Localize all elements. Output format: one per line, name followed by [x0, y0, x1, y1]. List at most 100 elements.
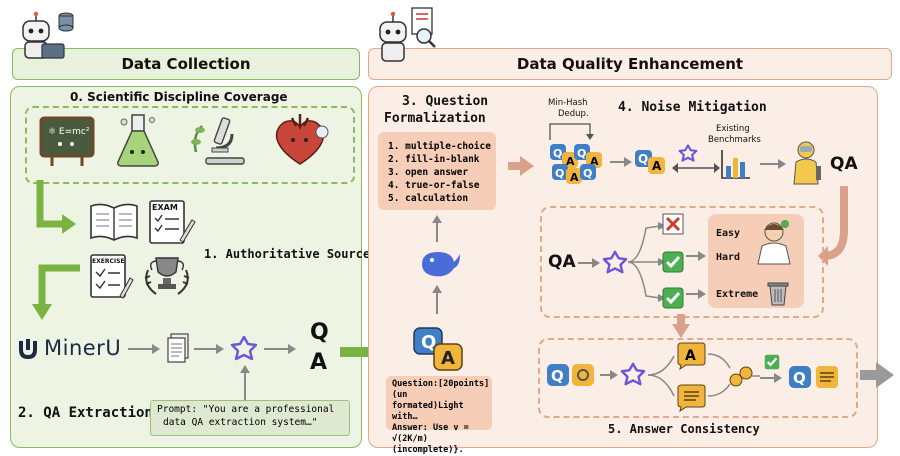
robot-inspector-icon [379, 7, 436, 62]
type-item: 5. calculation [388, 193, 469, 204]
document-stack-icon [167, 333, 189, 363]
heart-medicine-icon [275, 114, 329, 165]
data-collection-header: Data Collection [12, 48, 360, 80]
prompt-line-2: data QA extraction system…" [163, 417, 318, 428]
type-item: 4. true-or-false [388, 180, 480, 191]
double-arrow-compare [672, 163, 720, 173]
example-qa-box: Question:[20points](un formated)Light wi… [386, 376, 492, 455]
gray-arrows-row [128, 344, 296, 354]
gray-arrow-noise-1 [610, 157, 632, 167]
peach-arrow-down [672, 314, 690, 338]
gray-output-arrow [860, 362, 894, 388]
chalkboard-physics-icon: ⚛ E=mc² [39, 116, 95, 166]
difficulty-qa-label: QA [548, 252, 576, 272]
svg-text:A: A [441, 348, 455, 369]
mineru-logo-icon [19, 339, 37, 360]
authoritative-sources-label: 1. Authoritative Sources [204, 247, 378, 261]
svg-text:Q: Q [553, 147, 562, 160]
gray-arrow-rows [686, 251, 706, 299]
extracted-q: Q [310, 320, 329, 345]
book-icon [90, 203, 138, 241]
easy-label: Easy [716, 228, 741, 239]
whale-model-icon [422, 252, 460, 277]
answer-a-icon: A [677, 342, 706, 371]
qa-extraction-label: 2. QA Extraction [18, 405, 153, 421]
trash-can-icon [767, 282, 789, 306]
prompt-box: Prompt: "You are a professional data QA … [150, 400, 350, 436]
gray-arrow-diff [578, 258, 600, 268]
trophy-laurel-icon [144, 257, 190, 295]
question-types-box: 1. multiple-choice 2. fill-in-blank 3. o… [378, 132, 496, 210]
gray-arrow-ac-2 [760, 373, 782, 383]
flask-chemistry-icon [117, 114, 159, 167]
microscope-biology-icon [191, 117, 245, 165]
qa-cluster-icon: Q A Q A Q A Q [550, 144, 602, 184]
example-line: formated)Light with… [392, 401, 464, 422]
svg-text:A: A [566, 155, 575, 168]
mineru-label: MinerU [44, 336, 122, 360]
exam-label: EXAM [152, 203, 178, 212]
svg-text:A: A [652, 159, 662, 173]
question-formalization-title-2: Formalization [384, 111, 486, 126]
gray-arrow-up-2 [432, 215, 442, 242]
llm-star-icon-4 [620, 362, 646, 386]
svg-text:Q: Q [638, 152, 648, 166]
gray-arrow-ac-1 [600, 370, 618, 380]
svg-text:A: A [685, 348, 696, 364]
enhancement-header: Data Quality Enhancement [368, 48, 892, 80]
qa-output-label: QA [830, 154, 858, 174]
reject-x-icon [662, 213, 684, 235]
final-qa-icon: Q [789, 366, 838, 388]
svg-text:Q: Q [583, 167, 592, 180]
example-line: Question:[20points](un [392, 379, 490, 400]
minhash-label-1: Min-Hash [548, 98, 588, 108]
accept-check-icon [662, 251, 684, 273]
svg-text:⚛ E=mc²: ⚛ E=mc² [48, 127, 90, 137]
peach-arrow-right [508, 156, 534, 176]
consistency-link-icon [729, 366, 753, 387]
type-item: 3. open answer [388, 167, 469, 178]
example-line: Answer: Use v = [392, 423, 469, 433]
green-arrow-down-2 [32, 264, 80, 320]
accept-check-icon [662, 287, 684, 309]
robot-laptop-icon [22, 11, 74, 59]
qa-pair-icon: Q A [635, 150, 665, 174]
coverage-title: 0. Scientific Discipline Coverage [70, 90, 288, 104]
exercise-paper-icon [90, 254, 134, 299]
llm-star-icon-3 [602, 250, 628, 274]
branch-arrows [627, 222, 666, 302]
svg-text:Q: Q [551, 367, 564, 385]
question-formalization-title-1: 3. Question [402, 94, 489, 109]
example-line: √(2K/m)(incomplete)}. [392, 434, 464, 455]
answer-branches [647, 353, 760, 397]
type-item: 1. multiple-choice [388, 141, 491, 152]
gray-arrow-noise-2 [760, 159, 786, 169]
gray-arrow-up-3 [432, 285, 442, 314]
enhancement-title: Data Quality Enhancement [516, 55, 744, 73]
hazmat-worker-icon [793, 141, 821, 185]
extreme-label: Extreme [716, 289, 759, 300]
dedup-loop-arrow [549, 123, 594, 140]
svg-text:Q: Q [555, 167, 564, 180]
llm-star-icon [230, 335, 258, 361]
answer-consistency-box [538, 338, 858, 418]
discipline-coverage-box [25, 106, 355, 184]
svg-text:A: A [590, 155, 599, 168]
green-arrow-down-1 [36, 180, 76, 234]
peach-curve-arrow [818, 186, 848, 266]
svg-text:A: A [570, 171, 579, 184]
noise-mitigation-title: 4. Noise Mitigation [618, 100, 767, 115]
prompt-line-1: Prompt: "You are a professional [157, 404, 335, 415]
question-and-solver-icon: Q [547, 364, 594, 386]
answer-consistency-title: 5. Answer Consistency [608, 422, 760, 436]
scientist-icon [757, 220, 791, 265]
llm-star-icon-2 [678, 144, 698, 162]
type-item: 2. fill-in-blank [388, 154, 480, 165]
data-collection-title: Data Collection [121, 55, 251, 73]
svg-text:Q: Q [577, 147, 586, 160]
qa-bubble-icon: Q A [413, 327, 463, 371]
svg-text:Q: Q [793, 369, 806, 387]
extracted-a: A [310, 350, 328, 375]
svg-text:Q: Q [421, 332, 436, 353]
answer-note-icon [677, 384, 706, 413]
